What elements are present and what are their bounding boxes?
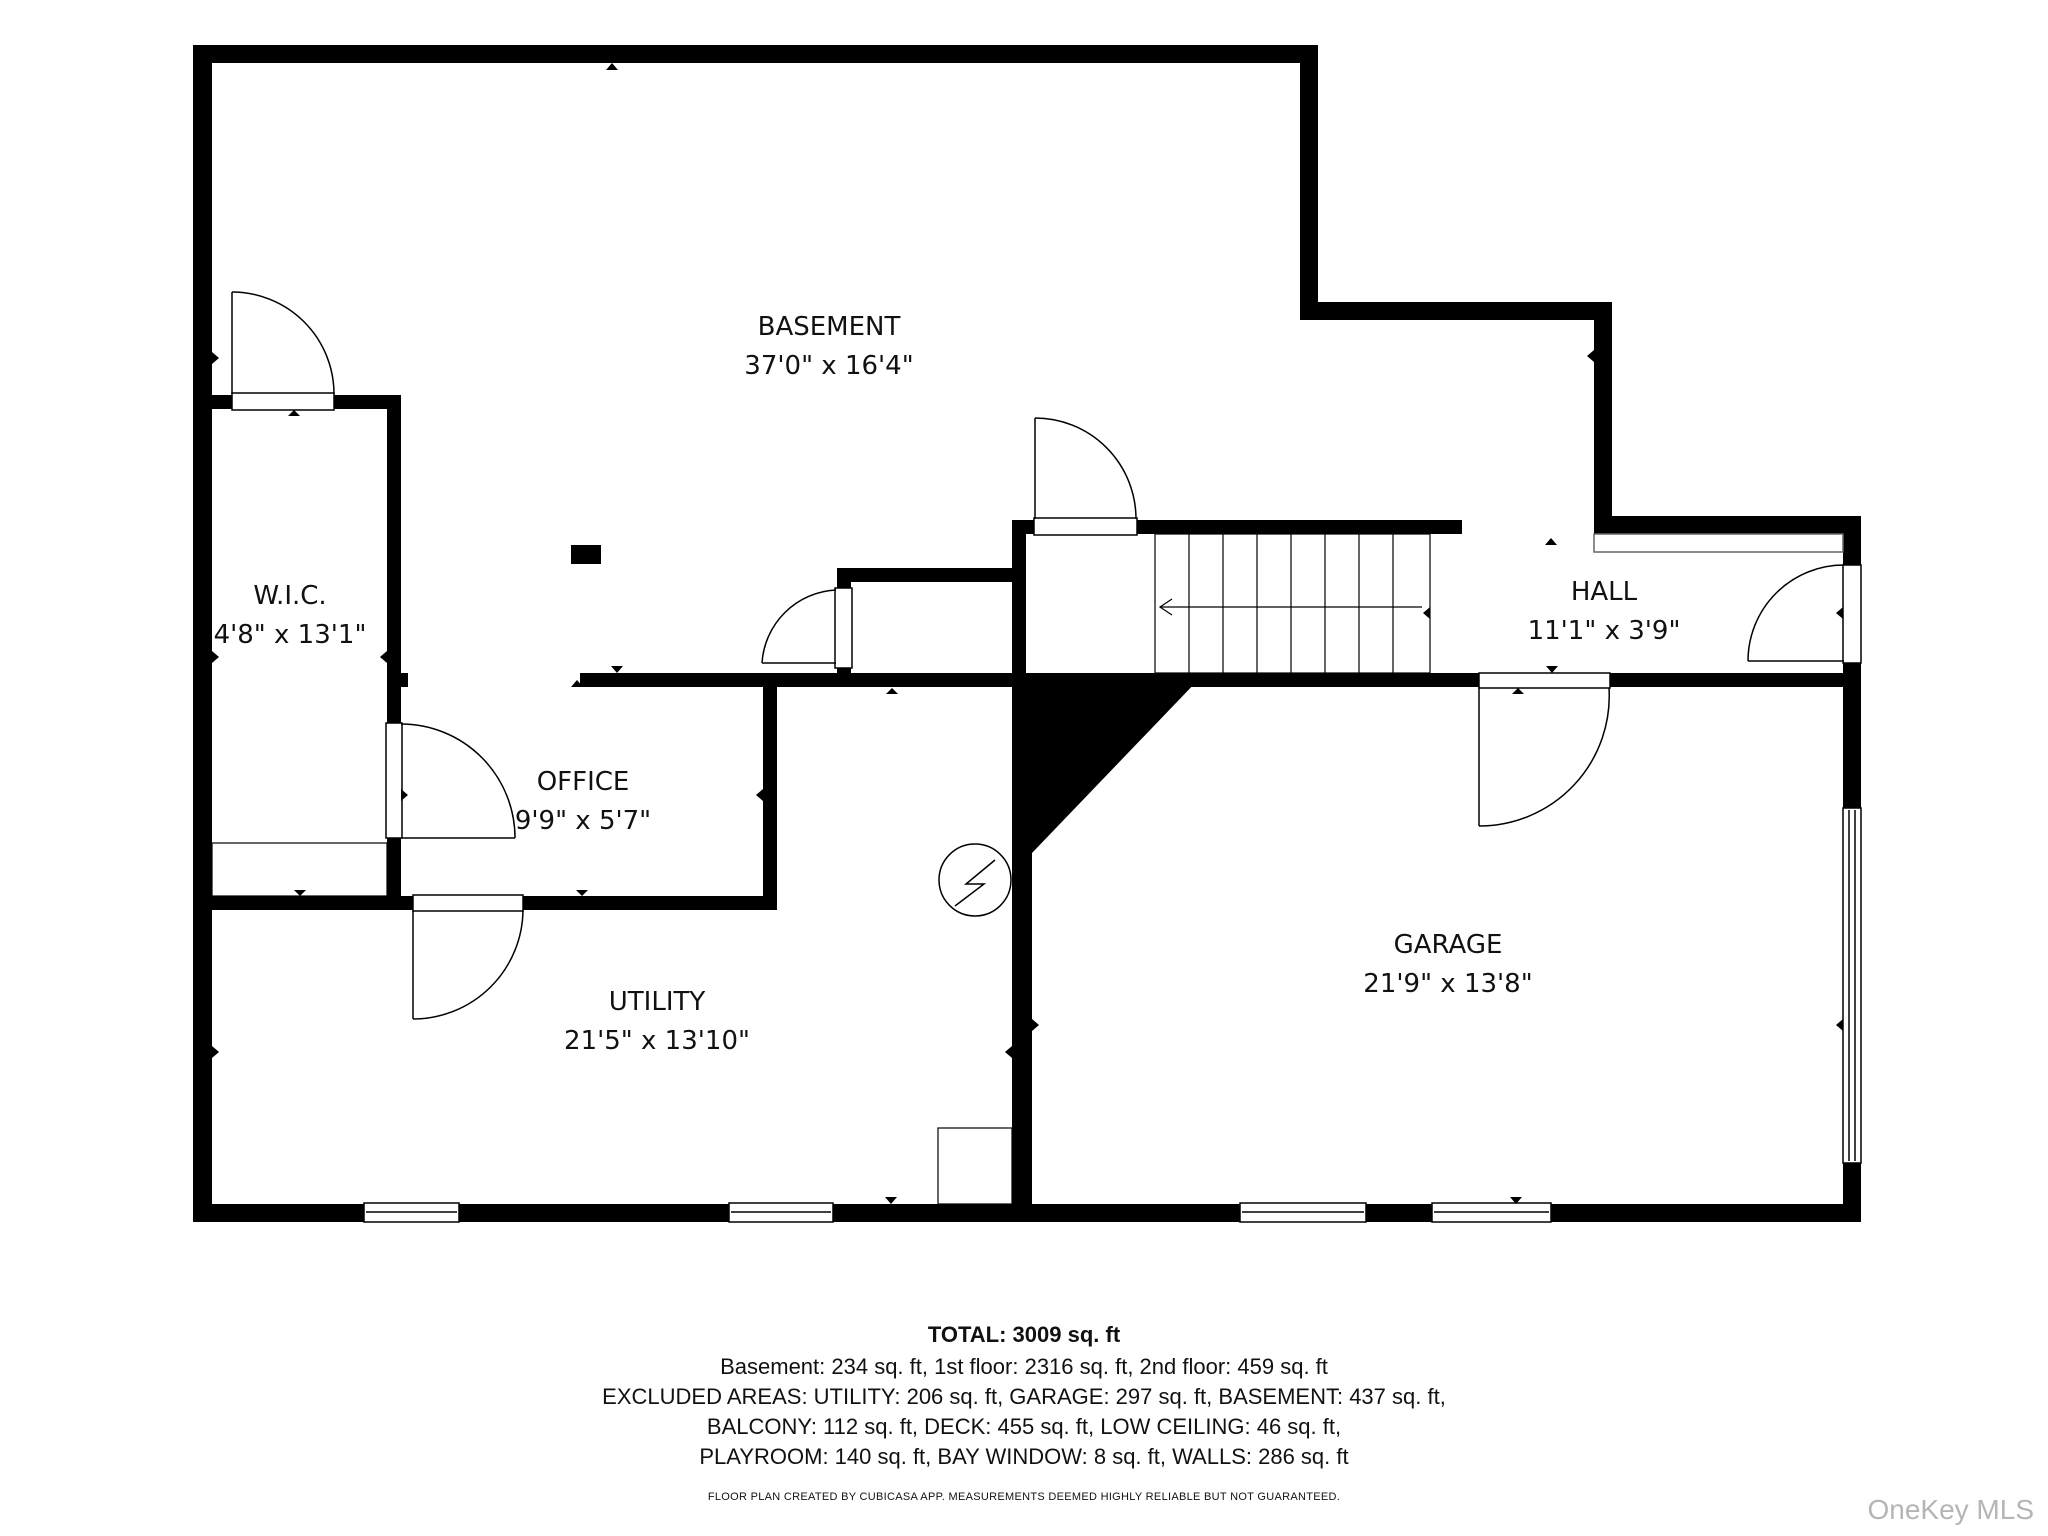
summary-line: BALCONY: 112 sq. ft, DECK: 455 sq. ft, L…	[706, 1414, 1342, 1439]
room-garage-name: GARAGE	[1394, 930, 1503, 960]
door-closet-opening	[834, 587, 853, 669]
wall-wedge	[1018, 680, 1198, 853]
room-office-dims: 9'9" x 5'7"	[515, 806, 651, 836]
summary-line: EXCLUDED AREAS: UTILITY: 206 sq. ft, GAR…	[602, 1384, 1446, 1409]
door-closet-swing	[761, 589, 837, 664]
room-wic-name: W.I.C.	[253, 581, 326, 611]
room-labels: BASEMENT 37'0" x 16'4" W.I.C. 4'8" x 13'…	[214, 312, 1681, 1056]
door-office-opening	[385, 722, 403, 839]
door-utility-opening	[412, 894, 524, 912]
door-garage-opening	[1478, 672, 1611, 689]
room-hall-dims: 11'1" x 3'9"	[1528, 616, 1681, 646]
door-hall-opening	[1842, 564, 1862, 664]
door-wic-opening	[231, 392, 335, 411]
door-hall-swing	[1747, 564, 1845, 662]
door-stair-swing	[1034, 417, 1137, 520]
window-garage-side	[1842, 807, 1862, 1164]
hall-ledge	[1593, 533, 1844, 553]
room-basement-dims: 37'0" x 16'4"	[744, 351, 913, 381]
room-basement-name: BASEMENT	[758, 312, 901, 342]
tick-markers	[212, 63, 1843, 1204]
doors	[231, 291, 1862, 1020]
door-garage-swing	[1478, 687, 1610, 827]
wall-stair-left	[1012, 520, 1026, 680]
wall-step-right	[1594, 302, 1612, 534]
wall-step-top	[1300, 302, 1612, 320]
electrical-panel-icon	[938, 843, 1012, 917]
wall-office-right	[763, 678, 777, 910]
room-wic-dims: 4'8" x 13'1"	[214, 620, 367, 650]
windows	[363, 807, 1862, 1223]
fixtures	[211, 545, 1013, 1205]
vent-block	[571, 545, 601, 564]
summary-line: PLAYROOM: 140 sq. ft, BAY WINDOW: 8 sq. …	[699, 1444, 1349, 1469]
door-office-swing	[400, 723, 516, 839]
wall-top	[193, 45, 1318, 63]
disclaimer: FLOOR PLAN CREATED BY CUBICASA APP. MEAS…	[707, 1491, 1341, 1503]
door-stair-opening	[1033, 517, 1138, 536]
wall-closet-top	[837, 568, 1014, 582]
room-utility-name: UTILITY	[609, 987, 706, 1017]
watermark: OneKey MLS	[1867, 1494, 2034, 1525]
room-utility-dims: 21'5" x 13'10"	[564, 1026, 750, 1056]
room-garage-dims: 21'9" x 13'8"	[1363, 969, 1532, 999]
summary-line: Basement: 234 sq. ft, 1st floor: 2316 sq…	[720, 1354, 1328, 1379]
room-hall-name: HALL	[1571, 577, 1638, 607]
area-summary: Basement: 234 sq. ft, 1st floor: 2316 sq…	[0, 1352, 2048, 1472]
utility-box	[937, 1127, 1013, 1205]
room-office-name: OFFICE	[537, 767, 630, 797]
wall-basement-right	[1300, 45, 1318, 320]
total-area: TOTAL: 3009 sq. ft	[927, 1322, 1121, 1347]
door-utility-swing	[412, 909, 524, 1020]
wall-left	[193, 45, 212, 1222]
wall-hall-top	[1594, 516, 1861, 534]
wall-basement-lower	[580, 673, 1861, 687]
wall-stub	[400, 673, 408, 687]
stairs	[1154, 533, 1431, 674]
door-wic-swing	[231, 291, 335, 395]
wic-shelf	[211, 842, 388, 897]
